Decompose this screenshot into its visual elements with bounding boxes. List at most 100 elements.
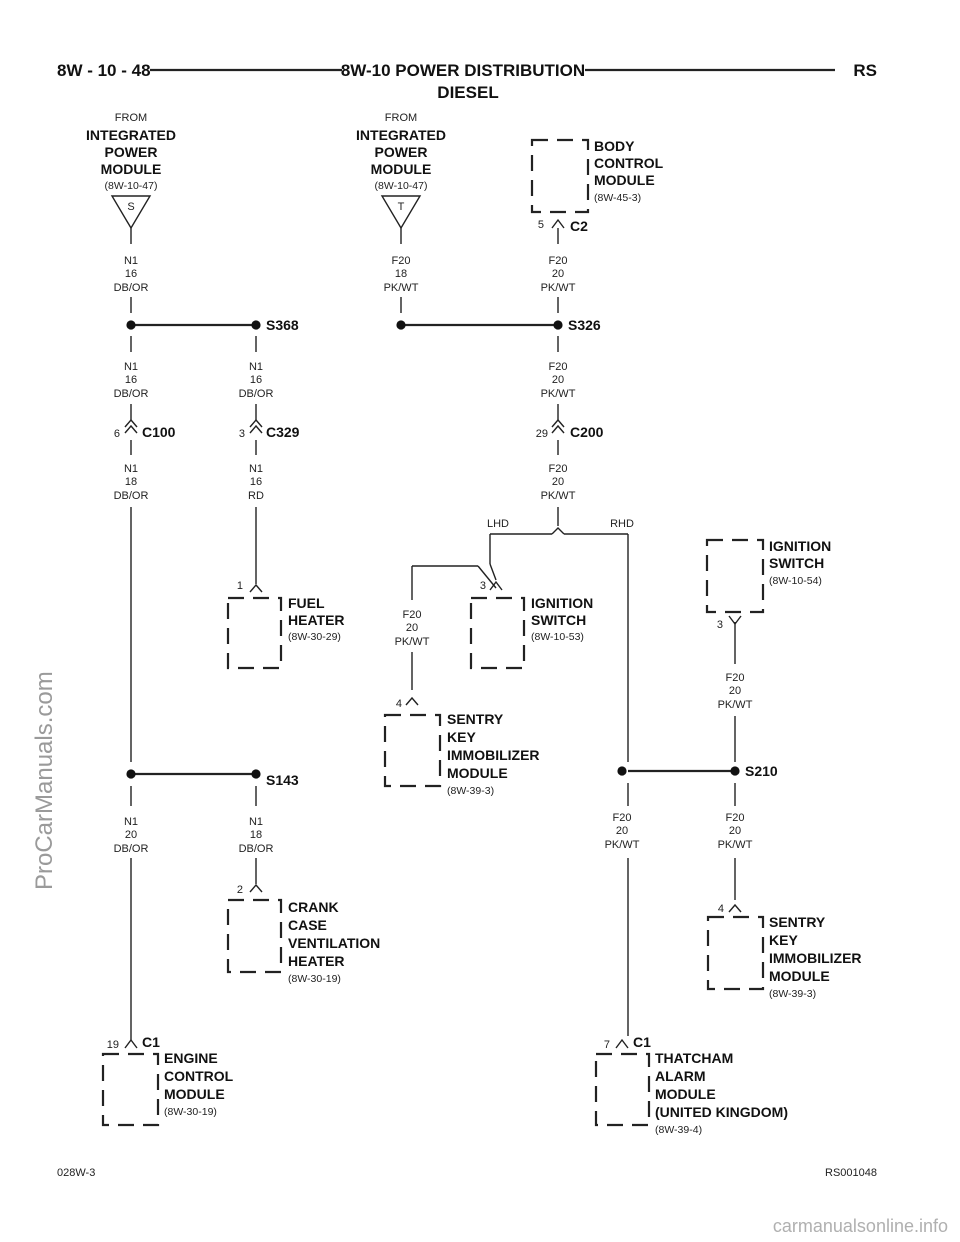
pin-arrow bbox=[728, 903, 742, 913]
pin-arrow bbox=[124, 1038, 138, 1049]
pin-number: 3 bbox=[239, 428, 245, 440]
source-ref: (8W-10-47) bbox=[105, 180, 158, 192]
module-thatcham-alarm: 7 C1 THATCHAM ALARM MODULE (UNITED KINGD… bbox=[594, 1034, 788, 1136]
module-name-line: IMMOBILIZER bbox=[447, 747, 540, 763]
module-body-control: BODY CONTROL MODULE (8W-45-3) 5 C2 bbox=[530, 138, 664, 234]
page-number: 8W - 10 - 48 bbox=[57, 61, 151, 80]
module-name-line: IGNITION bbox=[531, 595, 593, 611]
source-name-line: MODULE bbox=[371, 161, 432, 177]
splice-dot bbox=[396, 320, 406, 330]
source-from-label: FROM bbox=[115, 112, 147, 124]
source-name-line: MODULE bbox=[101, 161, 162, 177]
module-name-line: SENTRY bbox=[447, 711, 504, 727]
wire-circuit: F20 bbox=[613, 812, 632, 824]
module-outline bbox=[226, 898, 283, 974]
module-name-line: THATCHAM bbox=[655, 1050, 733, 1066]
module-ref: (8W-39-3) bbox=[447, 785, 494, 797]
pin-number: 6 bbox=[114, 428, 120, 440]
connector-symbol bbox=[124, 418, 138, 434]
module-name-line: CONTROL bbox=[164, 1068, 234, 1084]
pin-number: 3 bbox=[480, 580, 486, 592]
module-name-line: CRANK bbox=[288, 899, 339, 915]
fuse-triangle bbox=[380, 195, 422, 230]
wire-gauge: 18 bbox=[125, 476, 137, 488]
pin-number: 4 bbox=[396, 698, 402, 710]
splice-label: S326 bbox=[568, 317, 601, 333]
module-ref: (8W-30-29) bbox=[288, 631, 341, 643]
wire-color: DB/OR bbox=[114, 388, 149, 400]
source-ipm-t: FROM INTEGRATED POWER MODULE (8W-10-47) … bbox=[356, 112, 446, 230]
pin-number: 7 bbox=[604, 1039, 610, 1051]
module-outline bbox=[706, 915, 765, 991]
pin-number: 29 bbox=[536, 428, 548, 440]
wire-gauge: 20 bbox=[552, 268, 564, 280]
model-code: RS bbox=[853, 61, 877, 80]
connector-c100: 6 C100 bbox=[114, 418, 176, 440]
wire-circuit: N1 bbox=[124, 255, 138, 267]
wire-circuit: N1 bbox=[124, 361, 138, 373]
splice-dot bbox=[730, 766, 740, 776]
splice-dot bbox=[126, 320, 136, 330]
module-name-line: HEATER bbox=[288, 953, 345, 969]
module-name-line: MODULE bbox=[655, 1086, 716, 1102]
wire-circuit: N1 bbox=[249, 361, 263, 373]
source-from-label: FROM bbox=[385, 112, 417, 124]
module-ref: (8W-39-3) bbox=[769, 988, 816, 1000]
wire-gauge: 20 bbox=[552, 374, 564, 386]
wire-circuit: N1 bbox=[124, 816, 138, 828]
footer-figure-id: 028W-3 bbox=[57, 1167, 95, 1179]
connector-label: C100 bbox=[142, 424, 176, 440]
pin-number: 19 bbox=[107, 1039, 119, 1051]
module-name-line: MODULE bbox=[447, 765, 508, 781]
module-name-line: MODULE bbox=[769, 968, 830, 984]
connector-label: C1 bbox=[633, 1034, 651, 1050]
wire-circuit: N1 bbox=[124, 463, 138, 475]
wire-color: PK/WT bbox=[541, 282, 576, 294]
splice-dot bbox=[126, 769, 136, 779]
module-outline bbox=[530, 138, 590, 214]
module-name-line: FUEL bbox=[288, 595, 325, 611]
module-ref: (8W-10-53) bbox=[531, 631, 584, 643]
wire-color: RD bbox=[248, 490, 264, 502]
source-name-line: POWER bbox=[375, 144, 428, 160]
wire-color: PK/WT bbox=[605, 839, 640, 851]
pin-number: 5 bbox=[538, 219, 544, 231]
wire-circuit: F20 bbox=[549, 463, 568, 475]
module-engine-control: 19 C1 ENGINE CONTROL MODULE (8W-30-19) bbox=[101, 1034, 234, 1127]
wire-color: DB/OR bbox=[239, 843, 274, 855]
module-name-line: ENGINE bbox=[164, 1050, 218, 1066]
splice-s326: S326 bbox=[396, 317, 601, 333]
wire-circuit: F20 bbox=[403, 609, 422, 621]
module-ref: (8W-30-19) bbox=[164, 1106, 217, 1118]
wire-color: DB/OR bbox=[114, 282, 149, 294]
branch-lhd-label: LHD bbox=[487, 518, 509, 530]
wire-gauge: 18 bbox=[250, 829, 262, 841]
module-name-line: ALARM bbox=[655, 1068, 706, 1084]
wire-color: PK/WT bbox=[541, 490, 576, 502]
wire-circuit: F20 bbox=[726, 812, 745, 824]
wire-gauge: 20 bbox=[406, 622, 418, 634]
splice-dot bbox=[251, 320, 261, 330]
module-name-line: (UNITED KINGDOM) bbox=[655, 1104, 788, 1120]
module-name-line: CONTROL bbox=[594, 155, 664, 171]
fuse-id: S bbox=[127, 201, 134, 213]
connector-c200: 29 C200 bbox=[536, 418, 604, 440]
wire-color: PK/WT bbox=[718, 839, 753, 851]
splice-dot bbox=[251, 769, 261, 779]
pin-arrow bbox=[489, 580, 503, 591]
module-name-line: VENTILATION bbox=[288, 935, 380, 951]
connector-symbol bbox=[249, 418, 263, 434]
connector-label: C1 bbox=[142, 1034, 160, 1050]
module-outline bbox=[101, 1052, 160, 1127]
wire-gauge: 20 bbox=[729, 825, 741, 837]
wire-runs bbox=[130, 228, 736, 1040]
wire-gauge: 20 bbox=[125, 829, 137, 841]
module-outline bbox=[469, 596, 526, 670]
page-subtitle: DIESEL bbox=[437, 83, 498, 102]
module-fuel-heater: 1 FUEL HEATER (8W-30-29) bbox=[226, 580, 345, 670]
wire-color: PK/WT bbox=[541, 388, 576, 400]
pin-arrow bbox=[615, 1038, 629, 1049]
wire-gauge: 16 bbox=[250, 476, 262, 488]
wire-gauge: 18 bbox=[395, 268, 407, 280]
